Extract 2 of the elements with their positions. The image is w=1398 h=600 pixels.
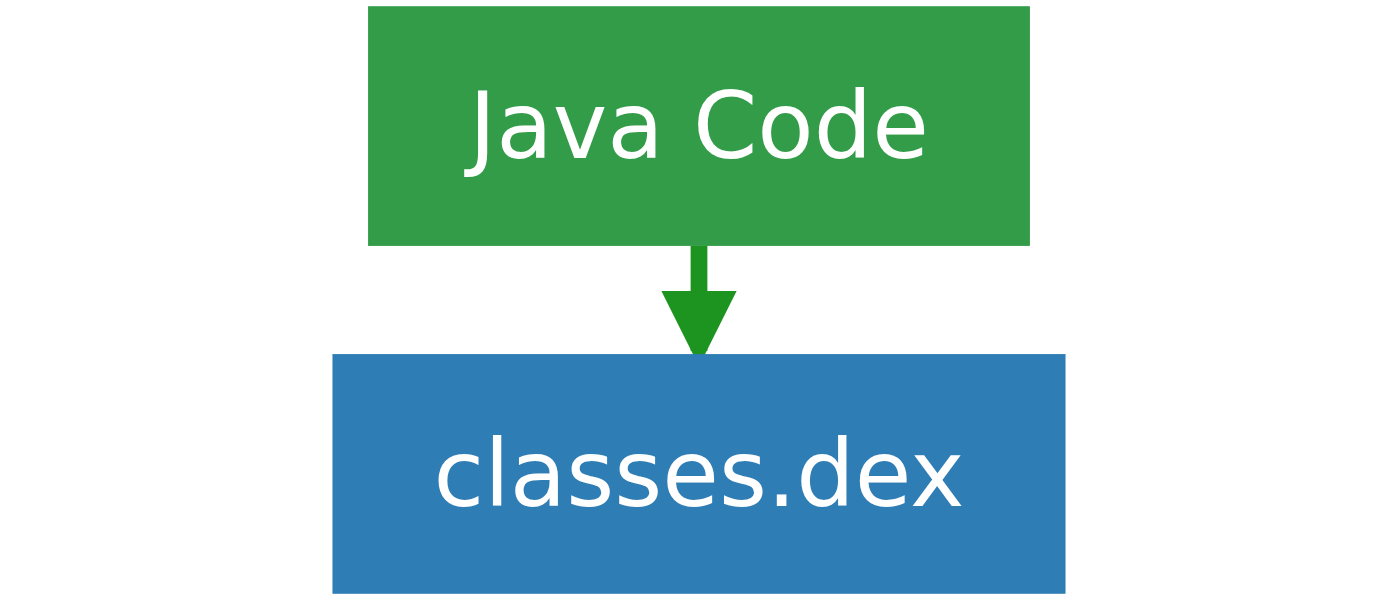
node-box: classes.dex (332, 354, 1066, 594)
node-box: Java Code (368, 6, 1030, 246)
